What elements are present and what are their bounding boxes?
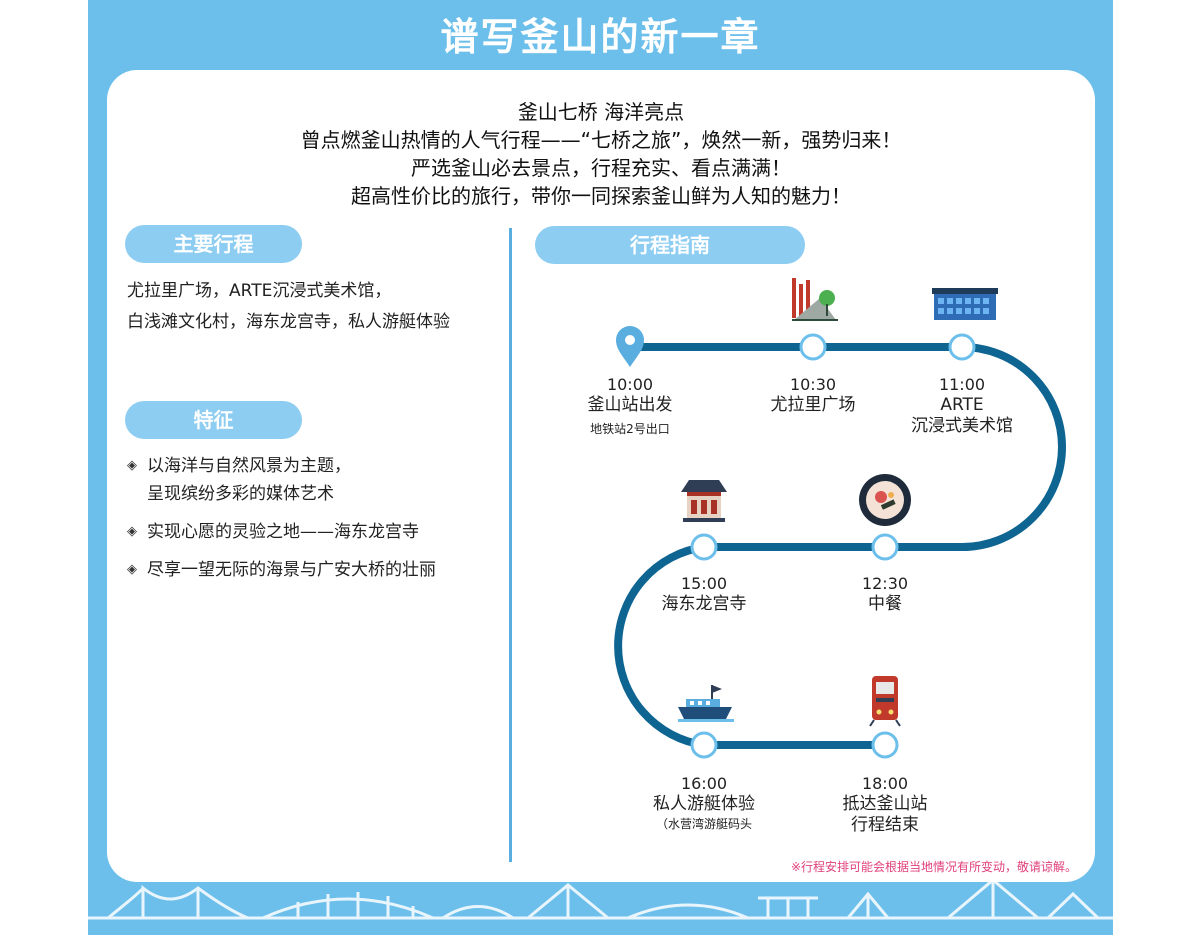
museum-building-icon [932,288,998,320]
stop-label-lunch: 12:30 中餐 [862,573,908,615]
intro-line: 超高性价比的旅行，带你一同探索釜山鲜为人知的魅力！ [351,184,851,208]
stop-name: 沉浸式美术馆 [911,416,1013,436]
route-map [614,278,1066,759]
diamond-bullet-icon: ◈ [127,524,137,539]
location-pin-icon [616,326,644,367]
stop-marker [690,533,718,561]
stop-time: 16:00 [680,774,728,793]
stop-name: 尤拉里广场 [770,395,856,415]
stop-name: 私人游艇体验 [653,794,755,814]
stop-note: （水营湾游艇码头 [655,817,752,831]
stop-time: 12:30 [861,574,909,593]
feature-item: ◈ 实现心愿的灵验之地——海东龙宫寺 [127,518,436,546]
stop-marker [948,333,976,361]
stop-label-departure: 10:00 釜山站出发 地铁站2号出口 [588,374,673,438]
stop-name: 抵达釜山站 [842,794,928,814]
stop-label-yacht: 16:00 私人游艇体验 （水营湾游艇码头 [653,773,755,833]
features-heading: 特征 [125,401,302,439]
stop-label-temple: 15:00 海东龙宫寺 [662,573,747,615]
train-icon [869,676,901,727]
stop-time: 10:30 [789,375,837,394]
stop-time: 10:00 [606,375,654,394]
stop-label-arrival: 18:00 抵达釜山站 行程结束 [843,773,928,836]
column-divider [509,228,512,862]
stop-label-square: 10:30 尤拉里广场 [771,374,856,416]
diamond-bullet-icon: ◈ [127,562,137,577]
itinerary-text: 尤拉里广场，ARTE沉浸式美术馆， 白浅滩文化村，海东龙宫寺，私人游艇体验 [127,276,450,338]
stop-time: 11:00 [938,375,986,394]
itinerary-heading: 主要行程 [125,225,302,263]
feature-text: 实现心愿的灵验之地——海东龙宫寺 [147,522,419,542]
temple-icon [681,480,727,522]
stop-time: 18:00 [861,774,909,793]
route-line [614,343,1066,749]
intro-line: 曾点燃釜山热情的人气行程——“七桥之旅”，焕然一新，强势归来！ [300,128,902,152]
intro-line: 严选釜山必去景点，行程充实、看点满满！ [411,156,791,180]
feature-text: 尽享一望无际的海景与广安大桥的壮丽 [147,560,436,580]
meal-plate-icon [859,474,911,526]
diamond-bullet-icon: ◈ [127,458,137,473]
stop-marker [690,731,718,759]
stop-marker [871,533,899,561]
park-icon [792,278,838,321]
stop-name: 行程结束 [851,815,919,835]
feature-text: 以海洋与自然风景为主题， [147,456,351,476]
page-title: 谱写釜山的新一章 [440,15,761,59]
intro-text: 釜山七桥 海洋亮点 曾点燃釜山热情的人气行程——“七桥之旅”，焕然一新，强势归来… [107,98,1095,210]
itinerary-line: 尤拉里广场，ARTE沉浸式美术馆， [127,281,392,301]
feature-item: ◈ 尽享一望无际的海景与广安大桥的壮丽 [127,556,436,584]
stop-name: 釜山站出发 [587,395,673,415]
stop-marker [871,731,899,759]
stop-name: 中餐 [867,594,902,614]
guide-heading: 行程指南 [535,226,805,264]
features-list: ◈ 以海洋与自然风景为主题， 呈现缤纷多彩的媒体艺术 ◈ 实现心愿的灵验之地——… [127,452,436,594]
poster-frame: 谱写釜山的新一章 釜山七桥 海洋亮点 曾点燃釜山热情的人气行程——“七桥之旅”，… [88,0,1113,935]
stop-name: ARTE [940,395,984,415]
content-card: 釜山七桥 海洋亮点 曾点燃釜山热情的人气行程——“七桥之旅”，焕然一新，强势归来… [107,70,1095,882]
stop-name: 海东龙宫寺 [661,594,747,614]
schedule-notice: ※行程安排可能会根据当地情况有所变动，敬请谅解。 [790,860,1077,874]
stop-time: 15:00 [680,574,728,593]
stop-label-museum: 11:00 ARTE 沉浸式美术馆 [911,374,1013,437]
stop-note: 地铁站2号出口 [590,422,670,436]
feature-item: ◈ 以海洋与自然风景为主题， 呈现缤纷多彩的媒体艺术 [127,452,436,508]
bridge-skyline-decoration [88,880,1113,920]
itinerary-line: 白浅滩文化村，海东龙宫寺，私人游艇体验 [127,312,450,332]
feature-text: 呈现缤纷多彩的媒体艺术 [147,484,334,504]
stop-marker [799,333,827,361]
yacht-icon [678,685,734,722]
intro-line: 釜山七桥 海洋亮点 [517,100,685,124]
